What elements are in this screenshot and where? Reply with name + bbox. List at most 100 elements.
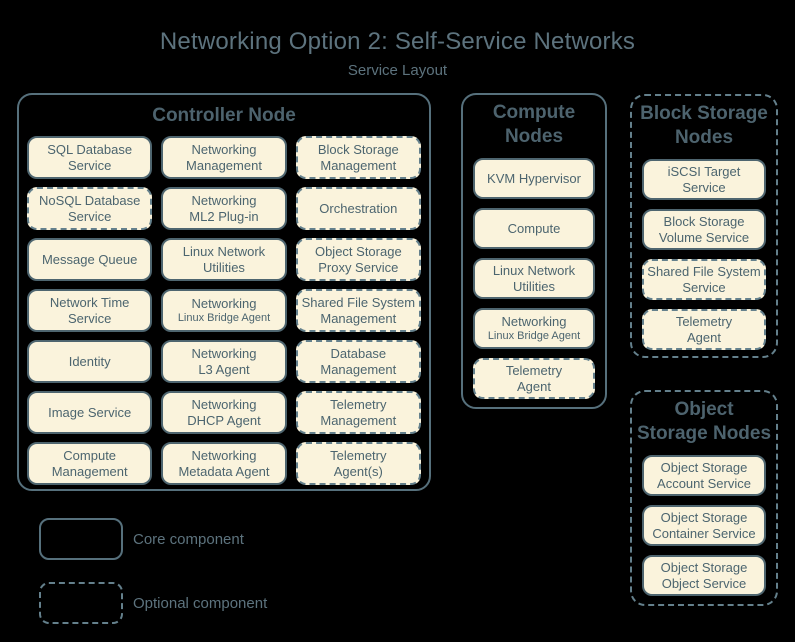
service-label: Object Storage xyxy=(660,559,748,575)
service-label: Management xyxy=(320,157,397,173)
service-label: Service xyxy=(682,279,726,295)
service-box: Compute xyxy=(473,208,595,249)
service-label: Object Storage xyxy=(660,459,748,475)
legend-core-swatch xyxy=(39,518,123,560)
node-title-line: Nodes xyxy=(674,127,734,148)
service-label: L3 Agent xyxy=(198,361,250,377)
service-label: Image Service xyxy=(48,404,132,420)
service-label: Networking xyxy=(191,296,257,311)
service-label: Block Storage xyxy=(317,141,399,157)
service-label: Metadata Agent xyxy=(178,463,270,479)
service-sublabel: Linux Bridge Agent xyxy=(487,330,581,342)
service-label: SQL Database xyxy=(47,141,133,157)
service-label: Agent(s) xyxy=(333,463,383,479)
service-label: Agent xyxy=(687,329,721,345)
service-label: Networking xyxy=(191,447,257,463)
service-label: Telemetry xyxy=(505,362,563,378)
service-label: Networking xyxy=(501,314,567,329)
service-label: Shared File System xyxy=(301,294,416,310)
service-label: Service xyxy=(67,208,112,224)
service-label: Management xyxy=(186,157,262,173)
node-title-line: Compute xyxy=(492,102,576,123)
diagram-subtitle: Service Layout xyxy=(347,62,448,79)
service-label: Management xyxy=(320,412,397,428)
node-title-line: Object xyxy=(674,399,734,420)
service-sublabel: Linux Bridge Agent xyxy=(177,312,271,324)
node-title-line: Storage Nodes xyxy=(636,423,772,444)
service-label: Networking xyxy=(191,396,257,412)
service-label: Network Time xyxy=(49,294,130,310)
service-label: KVM Hypervisor xyxy=(487,170,581,186)
service-label: Compute xyxy=(507,220,561,236)
service-label: Networking xyxy=(191,192,257,208)
service-label: Orchestration xyxy=(319,200,398,216)
service-label: Block Storage xyxy=(663,213,745,229)
service-label: Networking xyxy=(191,141,257,157)
service-label: Service xyxy=(682,179,726,195)
service-label: Compute xyxy=(63,447,117,463)
service-label: Telemetry xyxy=(330,396,387,412)
service-box: Identity xyxy=(27,340,153,383)
service-label: Networking xyxy=(191,345,257,361)
service-label: Object Storage xyxy=(314,243,402,259)
service-box: KVM Hypervisor xyxy=(473,158,595,199)
service-label: Utilities xyxy=(203,259,245,275)
service-label: NoSQL Database xyxy=(38,192,141,208)
service-label: ML2 Plug-in xyxy=(189,208,259,224)
service-label: Management xyxy=(320,361,397,377)
service-label: Account Service xyxy=(657,475,751,491)
service-label: Service xyxy=(67,157,112,173)
service-label: Object Service xyxy=(661,575,747,591)
service-label: Database xyxy=(330,345,387,361)
service-label: iSCSI Target xyxy=(667,163,741,179)
service-label: Object Storage xyxy=(660,509,748,525)
service-label: Management xyxy=(51,463,128,479)
service-box: Orchestration xyxy=(295,187,421,230)
service-label: Volume Service xyxy=(658,229,750,245)
node-title-controller: Controller Node xyxy=(19,95,429,129)
service-label: DHCP Agent xyxy=(187,412,261,428)
service-label: Proxy Service xyxy=(318,259,399,275)
service-label: Telemetry xyxy=(675,313,733,329)
node-title-line: Nodes xyxy=(504,126,564,147)
node-title-line: Block Storage xyxy=(640,103,768,124)
legend-optional-swatch xyxy=(39,582,123,624)
service-label: Management xyxy=(320,310,397,326)
service-box: Message Queue xyxy=(27,238,153,281)
service-label: Agent xyxy=(517,378,551,394)
service-label: Linux Network xyxy=(182,243,266,259)
service-label: Telemetry xyxy=(330,447,387,463)
